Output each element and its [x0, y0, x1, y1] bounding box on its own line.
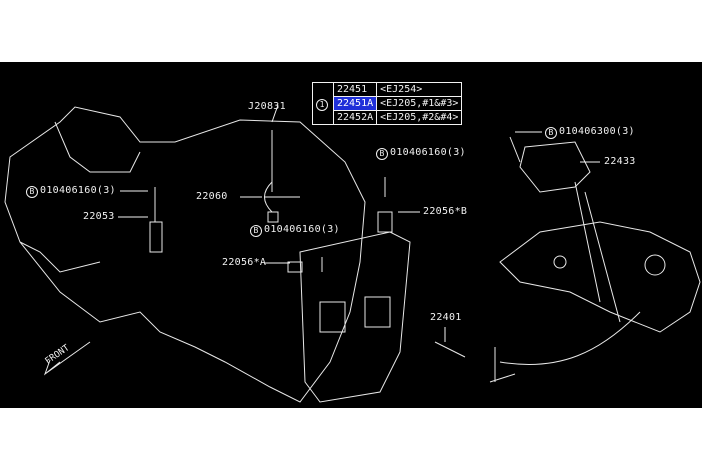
- front-arrow: [43, 341, 91, 376]
- part-spec: <EJ254>: [376, 82, 463, 97]
- label-distributor[interactable]: 22433: [604, 156, 636, 167]
- parts-diagram: 1 22451 <EJ254> 22451A <EJ205,#1&#3> 224…: [0, 62, 702, 408]
- table-row: 22451A <EJ205,#1&#3>: [313, 96, 463, 111]
- part-spec: <EJ205,#2&#4>: [376, 110, 463, 125]
- part-number: 010406160(3): [264, 224, 340, 235]
- table-row: 22452A <EJ205,#2&#4>: [313, 110, 463, 125]
- table-row: 1 22451 <EJ254>: [312, 82, 463, 125]
- bolt-marker-icon: B: [376, 148, 388, 160]
- part-reference-table: 1 22451 <EJ254> 22451A <EJ205,#1&#3> 224…: [312, 82, 463, 125]
- intake-manifold-outline: [499, 221, 701, 333]
- label-j20831[interactable]: J20831: [248, 101, 286, 112]
- part-number-selected[interactable]: 22451A: [332, 96, 378, 111]
- engine-block-outline: [4, 106, 366, 403]
- label-22060[interactable]: 22060: [196, 191, 228, 202]
- label-22056b[interactable]: 22056*B: [423, 206, 468, 217]
- part-number[interactable]: 22451: [332, 82, 378, 97]
- bolt-marker-icon: B: [545, 127, 557, 139]
- part-number[interactable]: 22452A: [332, 110, 378, 125]
- bolt-marker-icon: B: [26, 186, 38, 198]
- reference-marker: 1: [312, 82, 334, 125]
- label-22056a[interactable]: 22056*A: [222, 257, 267, 268]
- cylinder-head-outline: [299, 231, 411, 403]
- distributor: [519, 141, 591, 193]
- part-number: 010406160(3): [390, 147, 466, 158]
- spark-plug: [434, 341, 516, 383]
- label-22401[interactable]: 22401: [430, 312, 462, 323]
- part-number: 010406300(3): [559, 126, 635, 137]
- bolt-marker-icon: B: [250, 225, 262, 237]
- engine-drawing: [4, 104, 701, 403]
- label-22053[interactable]: 22053: [83, 211, 115, 222]
- part-spec: <EJ205,#1&#3>: [376, 96, 463, 111]
- part-number: 010406160(3): [40, 185, 116, 196]
